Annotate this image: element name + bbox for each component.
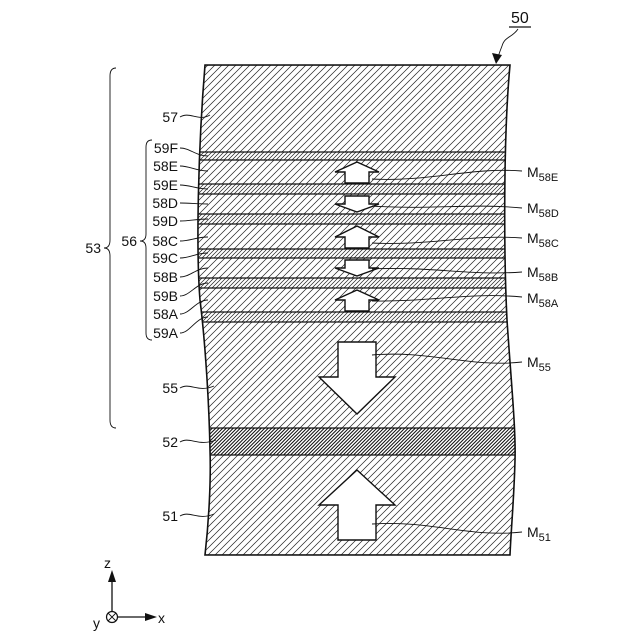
group-label-53: 53 xyxy=(85,240,101,256)
layer-label-55: 55 xyxy=(162,380,178,396)
sublayer-label-59C: 59C xyxy=(152,250,178,266)
layer-59C xyxy=(180,249,530,258)
layer-52 xyxy=(180,428,530,455)
brace-53 xyxy=(104,68,116,428)
reference-arrowhead xyxy=(492,53,502,64)
sublayer-label-59E: 59E xyxy=(153,177,178,193)
reference-leader xyxy=(498,29,518,57)
group-53: 53 xyxy=(85,68,116,428)
layer-label-52: 52 xyxy=(162,434,178,450)
layer-59E xyxy=(180,184,530,194)
layer-label-57: 57 xyxy=(162,109,178,125)
layer-59B xyxy=(180,278,530,288)
layer-59F xyxy=(180,152,530,160)
sublayer-label-59F: 59F xyxy=(154,140,178,156)
sublayer-label-58C: 58C xyxy=(152,233,178,249)
sublayer-label-58D: 58D xyxy=(152,195,178,211)
y-axis-label: y xyxy=(93,615,100,631)
z-axis-label: z xyxy=(104,555,111,571)
sublayer-label-59A: 59A xyxy=(153,325,179,341)
magnetization-label-55: M55 xyxy=(527,354,551,374)
magnetization-label-58B: M58B xyxy=(527,264,558,284)
sublayer-label-59D: 59D xyxy=(152,213,178,229)
layer-label-51: 51 xyxy=(162,508,178,524)
brace-56 xyxy=(140,140,152,340)
group-label-56: 56 xyxy=(121,233,137,249)
magnetization-label-58E: M58E xyxy=(527,164,558,184)
sublayer-label-58E: 58E xyxy=(153,158,178,174)
magnetization-label-58A: M58A xyxy=(527,290,559,310)
sublayer-label-58B: 58B xyxy=(153,269,178,285)
group-56: 56 xyxy=(121,140,152,340)
z-axis-arrowhead xyxy=(108,570,116,582)
magnetization-label-58C: M58C xyxy=(527,230,559,250)
x-axis-arrowhead xyxy=(145,613,157,621)
x-axis-label: x xyxy=(158,610,165,626)
magnetization-label-58D: M58D xyxy=(527,200,559,220)
layer-59D xyxy=(180,214,530,224)
figure-reference-number: 50 xyxy=(511,10,529,27)
layer-59A xyxy=(180,312,530,322)
coordinate-axes: z x y xyxy=(93,555,165,631)
magnetization-label-51: M51 xyxy=(527,524,551,544)
sublayer-label-59B: 59B xyxy=(153,288,178,304)
figure-reference: 50 xyxy=(492,10,531,64)
sublayer-label-58A: 58A xyxy=(153,306,179,322)
layer-57 xyxy=(180,65,530,152)
